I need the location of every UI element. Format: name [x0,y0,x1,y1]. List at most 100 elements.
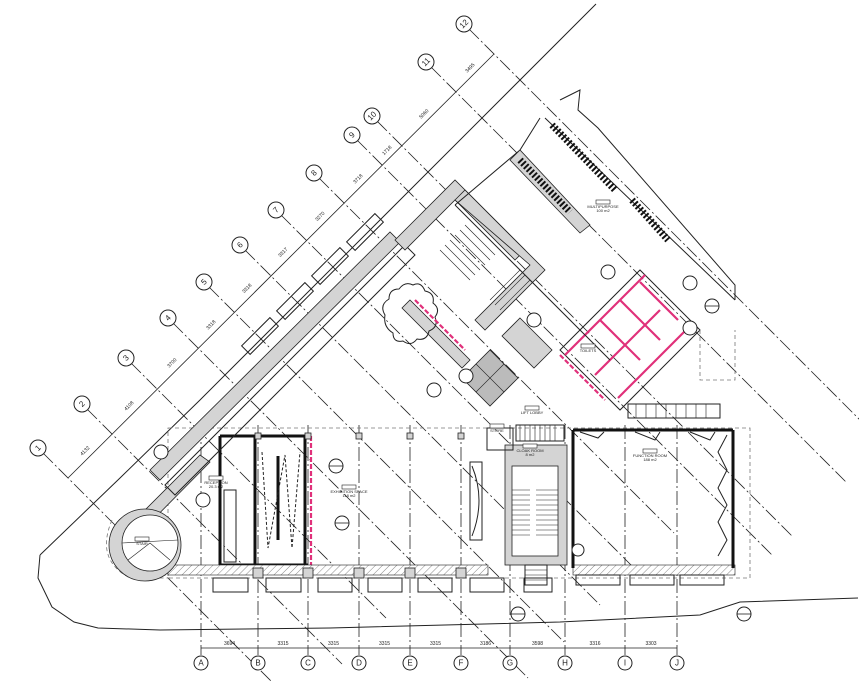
orthogonal-dimension: 3315 [379,641,390,647]
grid-line-2 [86,408,343,665]
room-name: STORE [490,428,504,433]
grid-bubble-12 [455,15,473,33]
room-name: STAIR [136,541,148,546]
room-tag: LIFT LOBBY [521,405,544,415]
grid-bubble-2 [73,395,91,413]
orthogonal-dimension: 3694 [224,641,235,647]
grid-bubble-label: 3 [121,353,131,363]
grid-line-8 [318,177,675,534]
room-name: LIFT LOBBY [521,410,544,415]
site-boundary [37,3,859,631]
diagonal-dimension: 3317 [277,247,289,259]
room-area: 20.3 m2 [209,484,224,489]
grid-bubble-J [669,655,685,671]
seating-rows [517,122,671,243]
room-tag: STORE [489,423,505,433]
grid-bubble-label: H [562,659,568,668]
grid-bubble-7 [267,201,285,219]
grid-bubble-8 [305,164,323,182]
grid-line-7 [280,214,637,571]
grid-bubble-I [617,655,633,671]
columns [252,432,467,579]
corner-round-stair [106,508,182,582]
grid-bubble-label: B [255,659,260,668]
diagonal-dimension: 3700 [166,357,178,369]
grid-bubble-5 [195,273,213,291]
diagonal-dimension: 4132 [79,445,91,457]
diagonal-dimension: 3318 [241,283,253,295]
grid-bubble-label: C [305,659,311,668]
grid-bubble-G [502,655,518,671]
grid-bubble-11 [417,53,435,71]
room-area: 118 m2 [342,493,356,498]
orthogonal-dimension: 3598 [532,641,543,647]
grid-line-10 [376,120,793,537]
grid-line-12 [468,28,859,420]
room-name: FUNCTION ROOM [633,453,667,458]
central-stair [439,224,531,311]
grid-bubble-label: I [624,659,626,668]
grid-bubble-label: G [507,659,513,668]
room-area: 100 m2 [596,208,610,213]
orthogonal-dimension: 3315 [328,641,339,647]
orthogonal-dimension: 3303 [645,641,656,647]
multipurpose-room [454,117,736,381]
grid-bubble-label: 7 [271,205,281,215]
diagonal-dimension: 1718 [381,145,393,157]
grid-line-1 [42,452,273,682]
grid-line-5 [208,286,565,643]
orthogonal-dimension: 3315 [277,641,288,647]
room-tag: STAIR [134,536,150,546]
grid-bubble-E [402,655,418,671]
grid-bubble-D [351,655,367,671]
room-area: 188 m2 [643,457,657,462]
room-name: RECEPTION [204,480,227,485]
south-block [167,403,751,593]
grid-line-4 [172,322,529,679]
diagonal-dimension: 3270 [314,211,326,223]
grid-bubble-label: 5 [199,277,209,287]
room-area: 8 m2 [526,452,536,457]
grid-bubble-1 [29,439,47,457]
central-core [382,179,553,407]
grid-bubble-3 [117,349,135,367]
diagonal-dimension: 4108 [123,400,135,412]
grid-line-11 [430,66,847,483]
grid-bubble-label: 1 [33,443,43,453]
section-markers [153,264,752,622]
grid-bubble-label: A [198,659,204,668]
grid-bubble-9 [343,126,361,144]
room-name: CLOAK ROOM [516,448,543,453]
grid-bubble-B [250,655,266,671]
grid-line-3 [130,362,387,619]
grid-bubble-label: 4 [163,313,173,323]
core-stair [512,489,558,536]
grid-bubble-label: 9 [347,130,357,140]
grid-bubble-C [300,655,316,671]
grid-bubble-4 [159,309,177,327]
room-tag: TOILETS [580,343,597,353]
room-name: EXHIBITION SPACE [330,489,367,494]
grid-bubble-label: E [407,659,412,668]
diagonal-dimension: 3495 [464,62,476,74]
grid-bubble-F [453,655,469,671]
grid-bubble-label: 6 [235,240,245,250]
orthogonal-dimension: 3315 [430,641,441,647]
diagonal-dimension: 3318 [205,319,217,331]
room-name: TOILETS [580,348,597,353]
grid-bubble-label: F [459,659,464,668]
grid-bubble-label: J [675,659,679,668]
south-windows [212,574,725,593]
grid-bubble-label: 8 [309,168,319,178]
diagonal-facade [119,212,416,544]
orthogonal-dimension: 3316 [589,641,600,647]
orthogonal-dimension: 3186 [480,641,491,647]
room-name: MULTIPURPOSE [587,204,619,209]
